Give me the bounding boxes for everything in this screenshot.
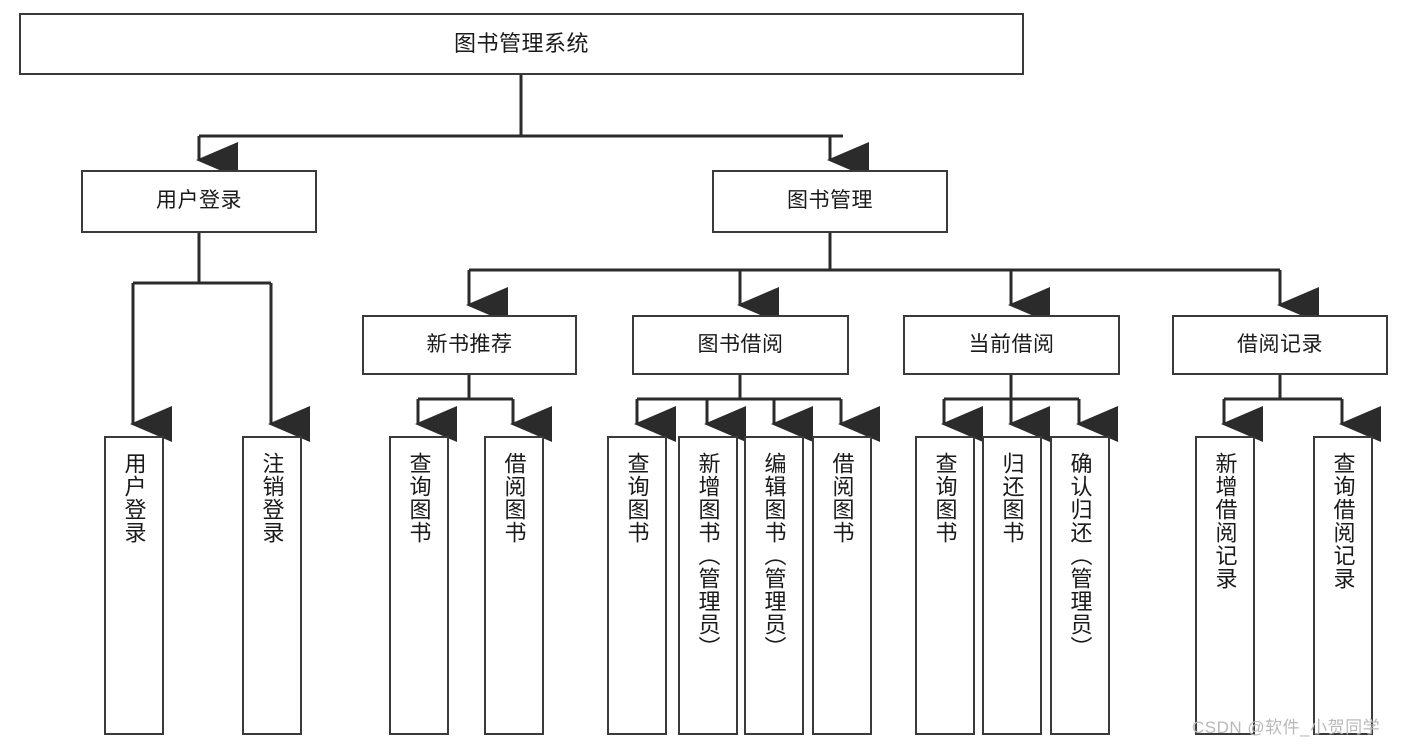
leaf-borrow-add-book-admin[interactable]: 新增图书（管理员） [678, 436, 738, 735]
node-label: 查询图书 [932, 452, 958, 544]
node-book-management[interactable]: 图书管理 [712, 170, 948, 233]
leaf-user-login-signin[interactable]: 用户登录 [104, 436, 164, 735]
leaf-record-query-record[interactable]: 查询借阅记录 [1313, 436, 1373, 735]
leaf-borrow-borrow-book[interactable]: 借阅图书 [812, 436, 872, 735]
node-borrow-record[interactable]: 借阅记录 [1172, 315, 1388, 375]
node-label: 图书管理系统 [453, 31, 589, 57]
node-label: 借阅图书 [501, 452, 527, 544]
node-user-login[interactable]: 用户登录 [81, 170, 317, 233]
leaf-current-query-book[interactable]: 查询图书 [915, 436, 975, 735]
node-label: 查询图书 [624, 452, 650, 544]
leaf-record-add-record[interactable]: 新增借阅记录 [1195, 436, 1255, 735]
node-label: 新书推荐 [426, 332, 513, 356]
leaf-user-login-signout[interactable]: 注销登录 [242, 436, 302, 735]
node-label: 查询图书 [406, 452, 432, 544]
leaf-current-return-book[interactable]: 归还图书 [982, 436, 1042, 735]
node-label: 借阅图书 [829, 452, 855, 544]
node-label: 图书管理 [787, 189, 873, 213]
csdn-watermark: CSDN @软件_小贺同学 [1192, 718, 1381, 737]
node-label: 新增借阅记录 [1212, 452, 1238, 590]
node-new-book-recommend[interactable]: 新书推荐 [362, 315, 577, 375]
node-label: 归还图书 [999, 452, 1025, 544]
node-book-borrow[interactable]: 图书借阅 [632, 315, 849, 375]
leaf-borrow-edit-book-admin[interactable]: 编辑图书（管理员） [744, 436, 804, 735]
node-current-borrow[interactable]: 当前借阅 [903, 315, 1120, 375]
node-label: 图书借阅 [697, 332, 784, 356]
node-root-system[interactable]: 图书管理系统 [19, 13, 1024, 75]
leaf-current-confirm-return-admin[interactable]: 确认归还（管理员） [1050, 436, 1110, 735]
node-label: 借阅记录 [1237, 332, 1323, 356]
node-label: 用户登录 [121, 452, 147, 544]
leaf-recommend-query-book[interactable]: 查询图书 [389, 436, 449, 735]
node-label: 用户登录 [156, 189, 242, 213]
node-label: 新增图书（管理员） [695, 452, 721, 659]
node-label: 当前借阅 [968, 332, 1055, 356]
node-label: 查询借阅记录 [1330, 452, 1356, 590]
node-label: 注销登录 [259, 452, 285, 544]
leaf-borrow-query-book[interactable]: 查询图书 [607, 436, 667, 735]
node-label: 确认归还（管理员） [1067, 452, 1093, 659]
node-label: 编辑图书（管理员） [761, 452, 787, 659]
leaf-recommend-borrow-book[interactable]: 借阅图书 [484, 436, 544, 735]
